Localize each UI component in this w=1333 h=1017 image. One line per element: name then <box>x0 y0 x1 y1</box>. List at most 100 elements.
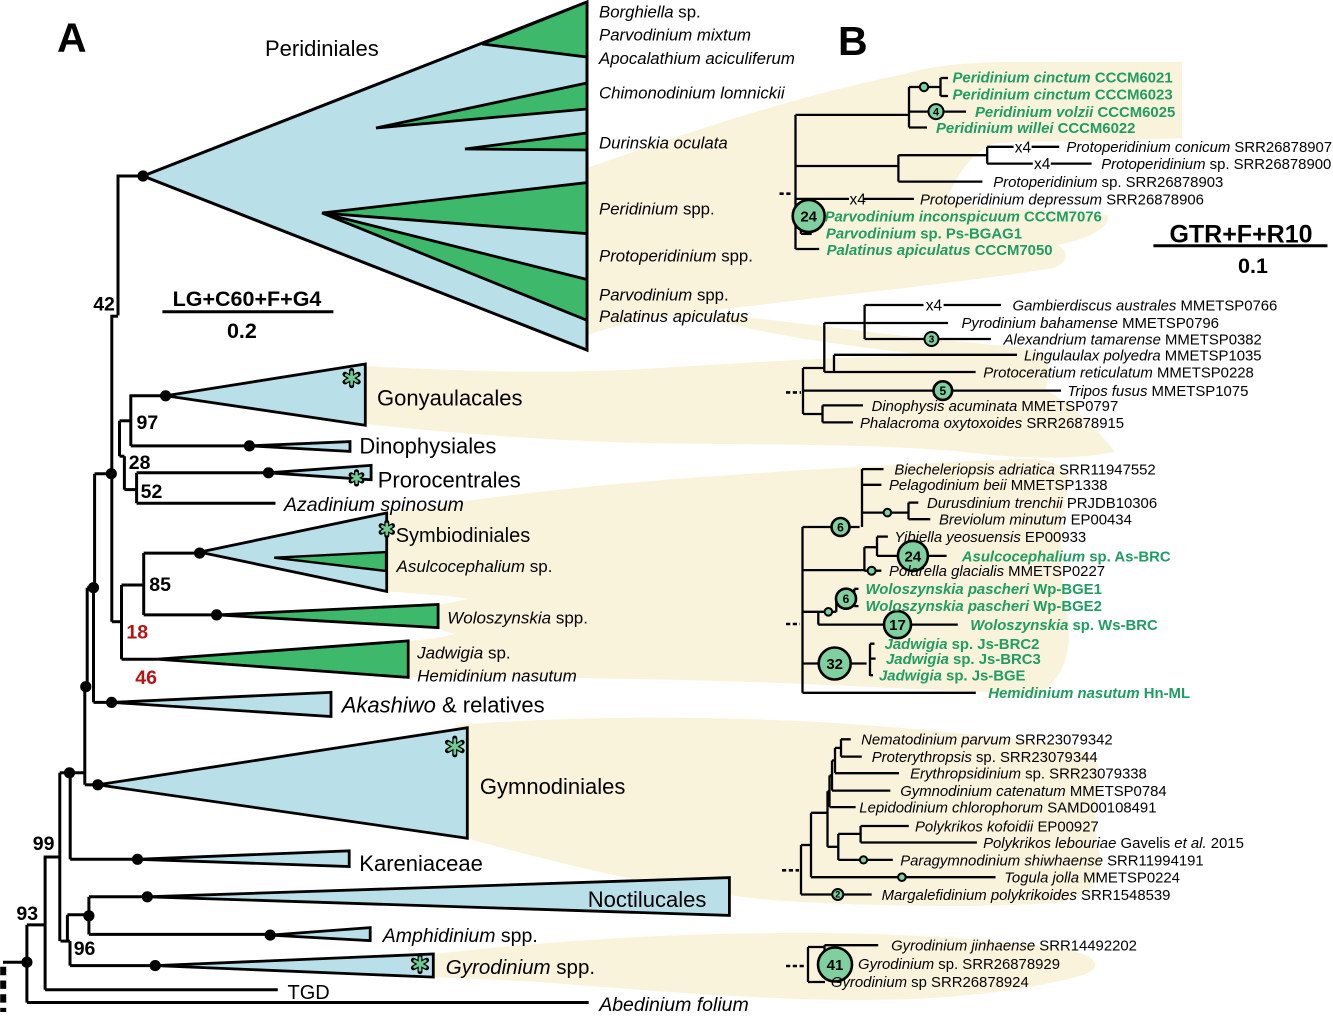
svg-text:Alexandrium tamarense MMETSP03: Alexandrium tamarense MMETSP0382 <box>1003 332 1262 348</box>
svg-text:Prorocentrales: Prorocentrales <box>378 467 521 492</box>
svg-text:Paragymnodinium shiwhaense SRR: Paragymnodinium shiwhaense SRR11994191 <box>900 853 1204 869</box>
svg-text:Peridinium cinctum CCCM6021: Peridinium cinctum CCCM6021 <box>953 70 1173 86</box>
svg-text:Protoceratium reticulatum MMET: Protoceratium reticulatum MMETSP0228 <box>983 365 1254 381</box>
svg-text:Polarella glacialis MMETSP0227: Polarella glacialis MMETSP0227 <box>889 564 1105 580</box>
svg-text:Protoperidinium sp. SRR2687890: Protoperidinium sp. SRR26878903 <box>993 175 1223 191</box>
svg-text:Peridinium volzii CCCM6025: Peridinium volzii CCCM6025 <box>975 105 1175 121</box>
svg-text:Peridinium cinctum CCCM6023: Peridinium cinctum CCCM6023 <box>953 87 1173 103</box>
svg-text:Jadwigia sp. Js-BGE: Jadwigia sp. Js-BGE <box>879 669 1026 685</box>
svg-text:Akashiwo & relatives: Akashiwo & relatives <box>340 693 545 718</box>
svg-text:Gyrodinium sp. SRR26878929: Gyrodinium sp. SRR26878929 <box>858 957 1060 973</box>
svg-text:Azadinium spinosum: Azadinium spinosum <box>283 494 464 516</box>
svg-text:Durinskia oculata: Durinskia oculata <box>599 134 728 153</box>
svg-text:Phalacroma oxytoxoides SRR2687: Phalacroma oxytoxoides SRR26878915 <box>860 416 1124 432</box>
svg-text:Apocalathium aciculiferum: Apocalathium aciculiferum <box>598 49 795 68</box>
svg-text:0.1: 0.1 <box>1238 254 1268 278</box>
svg-text:Protoperidinium conicum SRR268: Protoperidinium conicum SRR26878907 <box>1066 140 1332 156</box>
svg-text:Parvodinium sp. Ps-BGAG1: Parvodinium sp. Ps-BGAG1 <box>826 226 1022 242</box>
svg-text:Togula jolla MMETSP0224: Togula jolla MMETSP0224 <box>1004 871 1180 887</box>
svg-text:52: 52 <box>141 481 163 503</box>
svg-text:Gambierdiscus australes MMETSP: Gambierdiscus australes MMETSP0766 <box>1013 298 1278 314</box>
svg-text:17: 17 <box>889 617 906 634</box>
svg-text:4: 4 <box>933 107 940 119</box>
svg-text:6: 6 <box>837 520 844 534</box>
svg-text:Parvodinium inconspicuum CCCM7: Parvodinium inconspicuum CCCM7076 <box>825 209 1102 225</box>
svg-text:LG+C60+F+G4: LG+C60+F+G4 <box>173 287 322 311</box>
svg-text:Peridinium spp.: Peridinium spp. <box>599 200 715 219</box>
svg-text:x4: x4 <box>926 298 943 315</box>
svg-text:Protoperidinium spp.: Protoperidinium spp. <box>599 247 753 266</box>
svg-text:Gonyaulacales: Gonyaulacales <box>377 385 523 410</box>
svg-text:24: 24 <box>905 548 922 565</box>
svg-text:Lepidodinium chlorophorum SAMD: Lepidodinium chlorophorum SAMD00108491 <box>859 800 1156 816</box>
svg-text:2: 2 <box>835 890 840 900</box>
svg-text:Gymnodiniales: Gymnodiniales <box>480 774 626 799</box>
svg-text:Palatinus apiculatus CCCM7050: Palatinus apiculatus CCCM7050 <box>827 243 1053 259</box>
svg-text:Jadwigia sp.: Jadwigia sp. <box>416 644 511 663</box>
svg-text:Dinophysis acuminata MMETSP079: Dinophysis acuminata MMETSP0797 <box>872 399 1119 415</box>
svg-text:Gymnodinium catenatum MMETSP07: Gymnodinium catenatum MMETSP0784 <box>900 784 1166 800</box>
svg-text:Protoperidinium sp. SRR2687890: Protoperidinium sp. SRR26878900 <box>1101 157 1331 173</box>
svg-text:Biecheleriopsis adriatica SRR1: Biecheleriopsis adriatica SRR11947552 <box>894 462 1155 478</box>
svg-text:Asulcocephalium sp. As-BRC: Asulcocephalium sp. As-BRC <box>961 549 1171 565</box>
svg-text:Proterythropsis sp. SRR2307934: Proterythropsis sp. SRR23079344 <box>872 750 1098 766</box>
svg-text:Pelagodinium beii MMETSP1338: Pelagodinium beii MMETSP1338 <box>889 478 1108 494</box>
svg-text:3: 3 <box>929 335 935 346</box>
svg-text:5: 5 <box>939 384 946 398</box>
svg-text:Peridinium willei CCCM6022: Peridinium willei CCCM6022 <box>936 121 1135 137</box>
svg-text:Gyrodinium sp SRR26878924: Gyrodinium sp SRR26878924 <box>831 975 1029 991</box>
svg-text:28: 28 <box>129 452 151 474</box>
svg-text:93: 93 <box>16 903 38 925</box>
svg-text:Yibiella yeosuensis EP00933: Yibiella yeosuensis EP00933 <box>894 530 1086 546</box>
svg-text:x4: x4 <box>1034 156 1051 173</box>
svg-text:Hemidinium nasutum Hn-ML: Hemidinium nasutum Hn-ML <box>988 686 1190 702</box>
svg-text:32: 32 <box>826 656 843 673</box>
svg-text:Protoperidinium depressum SRR2: Protoperidinium depressum SRR26878906 <box>920 192 1204 208</box>
svg-text:x4: x4 <box>1015 139 1032 156</box>
svg-text:TGD: TGD <box>288 982 330 1004</box>
svg-text:85: 85 <box>149 574 171 596</box>
svg-text:Abedinium folium: Abedinium folium <box>598 994 749 1012</box>
svg-text:Polykrikos lebouriae Gavelis e: Polykrikos lebouriae Gavelis et al. 2015 <box>983 836 1244 852</box>
svg-text:Symbiodiniales: Symbiodiniales <box>396 525 531 547</box>
svg-text:Jadwigia sp. Js-BRC3: Jadwigia sp. Js-BRC3 <box>886 652 1041 668</box>
svg-text:6: 6 <box>843 592 850 606</box>
svg-text:A: A <box>57 15 87 61</box>
svg-text:Jadwigia sp. Js-BRC2: Jadwigia sp. Js-BRC2 <box>885 637 1040 653</box>
svg-text:97: 97 <box>137 412 159 434</box>
svg-text:Tripos fusus MMETSP1075: Tripos fusus MMETSP1075 <box>1067 384 1248 400</box>
svg-text:Parvodinium spp.: Parvodinium spp. <box>599 286 729 305</box>
svg-text:Gyrodinium jinhaense SRR144922: Gyrodinium jinhaense SRR14492202 <box>891 939 1137 955</box>
svg-text:96: 96 <box>74 938 96 960</box>
svg-text:Parvodinium mixtum: Parvodinium mixtum <box>599 26 751 45</box>
svg-text:Woloszynskia spp.: Woloszynskia spp. <box>447 609 588 628</box>
svg-text:Asulcocephalium sp.: Asulcocephalium sp. <box>396 557 553 576</box>
svg-text:Lingulaulax polyedra MMETSP103: Lingulaulax polyedra MMETSP1035 <box>1024 348 1262 364</box>
svg-text:Margalefidinium polykrikoides: Margalefidinium polykrikoides SRR1548539 <box>882 888 1171 904</box>
svg-text:x4: x4 <box>850 191 867 208</box>
svg-text:Durusdinium trenchii PRJDB1030: Durusdinium trenchii PRJDB10306 <box>927 496 1157 512</box>
svg-text:Peridiniales: Peridiniales <box>265 36 379 61</box>
svg-text:Gyrodinium spp.: Gyrodinium spp. <box>446 956 595 979</box>
svg-text:Borghiella sp.: Borghiella sp. <box>599 2 701 21</box>
svg-text:Noctilucales: Noctilucales <box>588 887 707 912</box>
svg-text:Polykrikos kofoidii EP00927: Polykrikos kofoidii EP00927 <box>915 819 1099 835</box>
svg-text:99: 99 <box>33 833 55 855</box>
svg-text:Breviolum minutum EP00434: Breviolum minutum EP00434 <box>939 513 1132 529</box>
svg-text:41: 41 <box>827 957 844 974</box>
svg-text:0.2: 0.2 <box>227 319 257 343</box>
svg-text:24: 24 <box>800 208 817 225</box>
svg-text:Kareniaceae: Kareniaceae <box>359 851 483 876</box>
svg-text:Woloszynskia sp. Ws-BRC: Woloszynskia sp. Ws-BRC <box>970 618 1158 634</box>
svg-text:Chimonodinium lomnickii: Chimonodinium lomnickii <box>599 84 786 103</box>
svg-text:46: 46 <box>135 667 157 689</box>
svg-text:GTR+F+R10: GTR+F+R10 <box>1169 221 1312 249</box>
svg-text:18: 18 <box>126 622 148 644</box>
svg-text:Amphidinium spp.: Amphidinium spp. <box>382 925 538 947</box>
svg-text:B: B <box>838 18 868 64</box>
svg-text:Dinophysiales: Dinophysiales <box>359 433 496 458</box>
svg-text:Woloszynskia pascheri Wp-BGE1: Woloszynskia pascheri Wp-BGE1 <box>866 582 1102 598</box>
svg-text:Nematodinium parvum SRR2307934: Nematodinium parvum SRR23079342 <box>861 733 1113 749</box>
svg-text:Palatinus apiculatus: Palatinus apiculatus <box>599 307 749 326</box>
svg-text:Hemidinium nasutum: Hemidinium nasutum <box>417 666 577 685</box>
